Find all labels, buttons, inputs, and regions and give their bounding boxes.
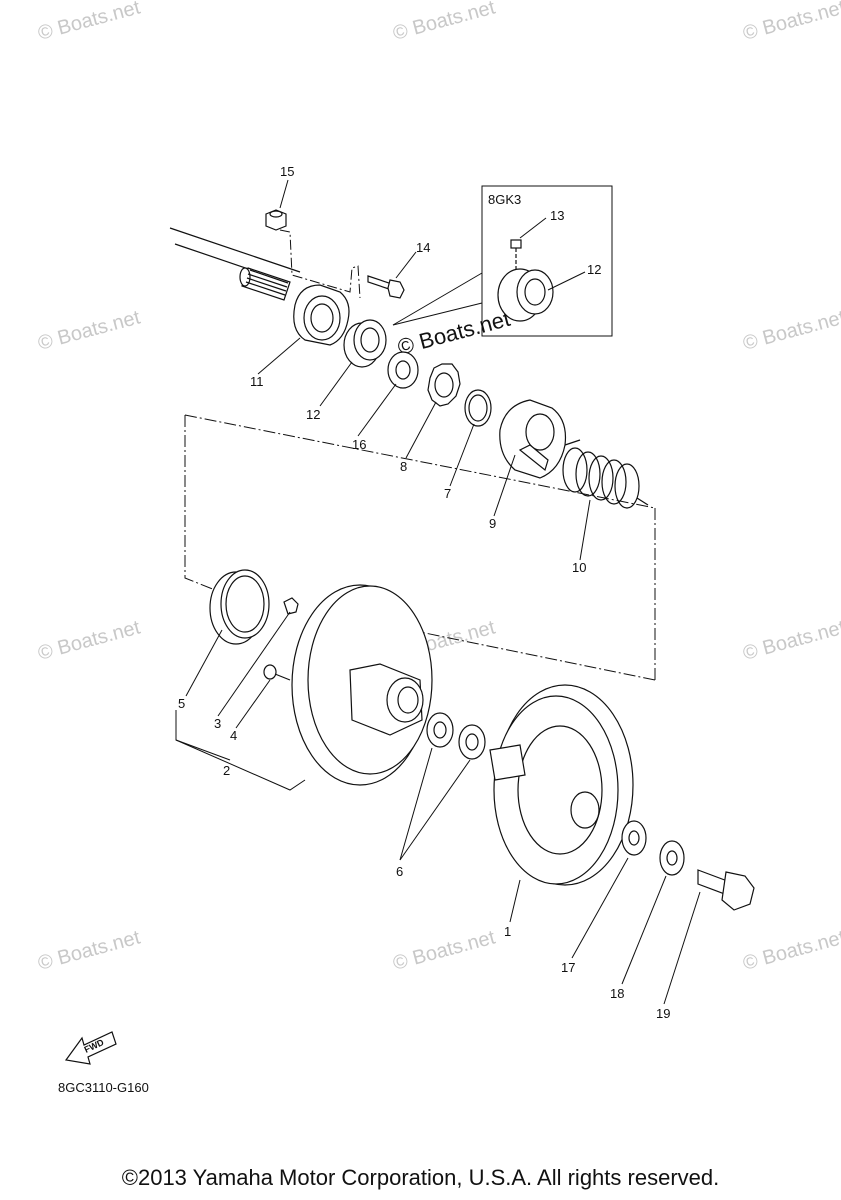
bolt-14 [367,275,405,299]
inset-box-label: 8GK3 [488,192,521,207]
fwd-arrow-icon [64,1031,117,1065]
part-label-2: 2 [223,763,230,778]
bolt-19 [697,869,755,911]
watermark: © Boats.net [391,0,498,45]
bearing-housing-11 [293,284,350,346]
part-label-18: 18 [610,986,624,1001]
copyright-notice: ©2013 Yamaha Motor Corporation, U.S.A. A… [121,1165,720,1190]
sheave-2 [291,584,433,786]
part-label-6: 6 [396,864,403,879]
watermark: © Boats.net [36,616,143,664]
nut-15 [265,209,287,231]
shaft [169,227,301,301]
inset-box-8gk3 [481,185,613,337]
guide-lines-upper [279,229,361,299]
watermark: © Boats.net [741,306,841,354]
cam-9 [499,399,567,479]
watermark: © Boats.net [741,926,841,974]
part-label-1: 1 [504,924,511,939]
part-label-8: 8 [400,459,407,474]
washer-18 [659,840,685,876]
part-label-9: 9 [489,516,496,531]
part-label-17: 17 [561,960,575,975]
washer-17 [621,820,647,856]
part-label-4: 4 [230,728,237,743]
part-label-14: 14 [416,240,430,255]
circlip-7 [464,389,492,427]
part-label-13: 13 [550,208,564,223]
watermark: © Boats.net [36,926,143,974]
lock-washer-8 [427,363,461,407]
part-label-12: 12 [587,262,601,277]
part-label-15: 15 [280,164,294,179]
watermark: © Boats.net [391,926,498,974]
part-label-10: 10 [572,560,586,575]
part-label-5: 5 [178,696,185,711]
guide-lines-main [184,414,656,681]
inset-pointer-line [392,272,483,326]
washer-16 [387,351,419,389]
collar-bearing-12 [497,268,554,322]
part-label-19: 19 [656,1006,670,1021]
diagram-code: 8GC3110-G160 [58,1080,149,1095]
part-label-3: 3 [214,716,221,731]
watermark: © Boats.net [741,616,841,664]
pin-3 [283,597,299,615]
watermark: © Boats.net [741,0,841,45]
set-screw-13 [510,239,522,272]
sheave-1 [489,684,634,886]
bearing-12 [343,319,387,368]
ring-5 [209,569,270,645]
part-label-12: 12 [306,407,320,422]
part-label-16: 16 [352,437,366,452]
part-label-11: 11 [250,374,264,389]
part-label-7: 7 [444,486,451,501]
screw-4 [263,664,291,681]
inset-pointer-line [392,302,483,326]
watermark: © Boats.net [36,0,143,45]
washer-6 [426,712,486,760]
spring-10 [562,439,649,509]
leader-lines [175,179,701,1005]
watermark: © Boats.net [36,306,143,354]
